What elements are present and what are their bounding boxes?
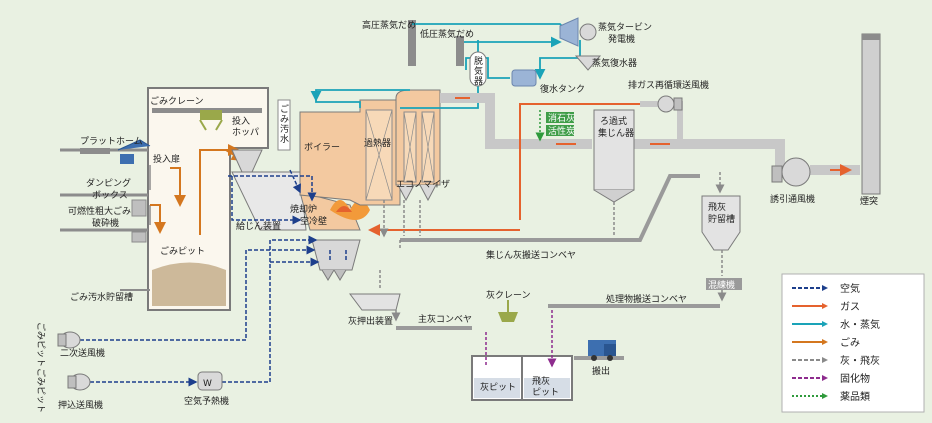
condensate-tank-label: 復水タンク — [540, 83, 585, 95]
loading-door-label: 投入扉 — [153, 153, 180, 165]
legend-arrowhead — [822, 339, 828, 345]
condenser-label: 蒸気復水器 — [592, 57, 637, 69]
slaked-lime-label: 消石灰 — [548, 112, 575, 124]
wastewater-label-4: 水 — [280, 133, 289, 145]
deaerator-label-3: 器 — [474, 76, 483, 87]
platform-area: プラットホーム 投入扉 ダンピング ボックス 可燃性粗大ごみ 破砕機 ごみ汚水貯… — [60, 136, 180, 303]
high-pressure-drum-label: 高圧蒸気だめ — [362, 19, 416, 31]
main-ash-conveyor-label: 主灰コンベヤ — [418, 313, 472, 325]
legend-arrowhead — [822, 375, 828, 381]
chimney-label: 煙突 — [860, 195, 878, 207]
legend-label: ガス — [840, 301, 860, 313]
furnace-label-2: 空冷壁 — [300, 215, 327, 227]
carry-out-label: 搬出 — [592, 365, 610, 377]
platform-label: プラットホーム — [80, 136, 143, 147]
fly-ash-tank-label-2: 貯留槽 — [708, 213, 735, 225]
wastewater-label-3: 汚 — [280, 123, 289, 135]
legend-label: 灰・飛灰 — [840, 354, 880, 367]
wastewater-label-2: み — [280, 114, 289, 125]
primary-fan-label: 押込送風機 — [58, 399, 103, 411]
chimney: 煙突 — [860, 33, 881, 207]
crusher-label-2: 破砕機 — [92, 217, 119, 229]
legend-arrowhead — [822, 393, 828, 399]
ash-crane-label: 灰クレーン — [486, 289, 531, 301]
refuse-flow — [150, 144, 244, 235]
boiler-label: ボイラー — [304, 142, 340, 153]
ash-system: 灰押出装置 主灰コンベヤ 灰ピット 飛灰 ピット 灰クレーン 搬出 — [348, 200, 624, 401]
dumping-box-label-1: ダンピング — [86, 177, 131, 189]
flue-gas-duct — [368, 93, 860, 236]
legend-label: 薬品類 — [840, 391, 870, 403]
ash-extractor-label: 灰押出装置 — [348, 315, 393, 327]
legend-label: 空気 — [840, 282, 860, 295]
air-preheater-label: 空気予熱機 — [184, 395, 229, 407]
superheater-label: 過熱器 — [364, 137, 391, 149]
bag-filter: ろ過式 集じん器 — [593, 109, 635, 203]
secondary-fan-label: 二次送風機 — [60, 347, 105, 359]
kneader-label: 混練機 — [708, 279, 735, 291]
feeder-label: 給じん装置 — [236, 220, 281, 232]
fly-ash-system: 集じん灰搬送コンベヤ 飛灰 貯留槽 混練機 処理物搬送コンベヤ — [400, 172, 742, 306]
economizer: エコノマイザ — [395, 89, 450, 202]
legend-arrowhead — [822, 357, 828, 363]
legend-arrowhead — [822, 285, 828, 291]
dust-conveyor-label: 集じん灰搬送コンベヤ — [486, 249, 576, 261]
furnace-label-1: 焼却炉 — [290, 203, 317, 215]
steam-system: 脱 気 器 高圧蒸気だめ 低圧蒸気だめ 蒸気タービン 発電機 蒸気復水器 復水タ… — [310, 17, 652, 109]
hopper-label-1: 投入 — [232, 115, 250, 127]
fly-ash-pit-label-1: 飛灰 — [532, 375, 550, 387]
bag-filter-label-1: ろ過式 — [600, 115, 627, 127]
bag-filter-label-2: 集じん器 — [598, 127, 634, 139]
legend-label: 固化物 — [840, 372, 870, 385]
refuse-bunker: ごみクレーン ごみピット — [147, 87, 269, 311]
deaerator-label-2: 気 — [474, 65, 483, 77]
crane-label: ごみクレーン — [150, 95, 204, 107]
chemicals: 消石灰 活性炭 — [535, 110, 575, 142]
recirc-fan-label: 排ガス再循環送風機 — [628, 79, 709, 91]
pit-label: ごみピット — [160, 245, 205, 257]
wastewater-label-1: ご — [280, 103, 289, 115]
pit-water-label: ごみ汚水貯留槽 — [70, 291, 133, 303]
boiler: ボイラー 過熱器 — [299, 99, 401, 206]
fly-ash-pit-label-2: ピット — [532, 387, 559, 398]
preheater-symbol: W — [203, 379, 212, 389]
pit-side-label-a: ごみピット — [35, 322, 47, 367]
turbine-label-1: 蒸気タービン — [598, 21, 652, 33]
legend-label: 水・蒸気 — [840, 318, 880, 331]
air-system: W 二次送風機 押込送風機 空気予熱機 ごみピット ごみピット — [35, 169, 347, 413]
low-pressure-drum-label: 低圧蒸気だめ — [420, 28, 474, 40]
legend-label: ごみ — [840, 336, 860, 349]
turbine-label-2: 発電機 — [608, 33, 635, 45]
ash-pit-label: 灰ピット — [480, 381, 516, 393]
dumping-box-label-2: ボックス — [92, 190, 128, 201]
crusher-label-1: 可燃性粗大ごみ — [68, 205, 131, 217]
id-fan-label: 誘引通風機 — [770, 193, 815, 205]
deaerator-label-1: 脱 — [474, 55, 483, 67]
recirc-fan: 排ガス再循環送風機 — [628, 79, 709, 113]
legend-arrowhead — [822, 303, 828, 309]
pit-side-label-b: ごみピット — [35, 368, 47, 413]
hopper: 投入 ホッパ — [231, 115, 263, 173]
hopper-label-2: ホッパ — [232, 127, 259, 138]
fly-ash-tank-label-1: 飛灰 — [708, 201, 726, 213]
wastewater-column: ご み 汚 水 — [277, 99, 291, 151]
treated-conveyor-label: 処理物搬送コンベヤ — [606, 293, 687, 305]
legend-arrowhead — [822, 321, 828, 327]
economizer-label: エコノマイザ — [396, 179, 450, 190]
activated-carbon-label: 活性炭 — [548, 125, 575, 137]
id-fan: 誘引通風機 — [770, 157, 815, 205]
